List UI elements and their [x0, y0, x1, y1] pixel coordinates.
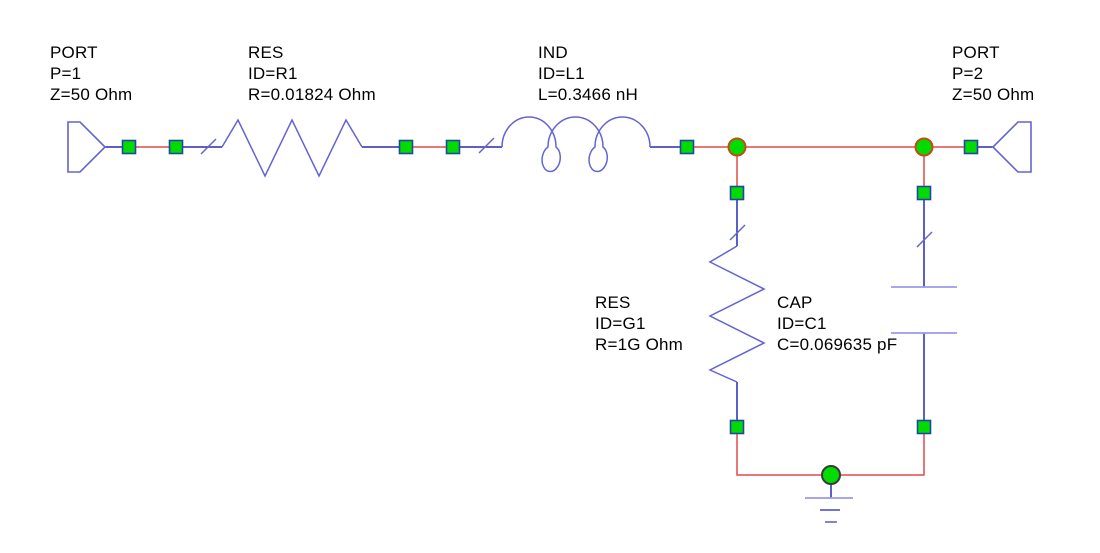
junction-node[interactable] [727, 137, 747, 157]
component-type[interactable]: IND [538, 43, 568, 62]
component-type[interactable]: PORT [952, 43, 1000, 62]
component-param[interactable]: L=0.3466 nH [538, 85, 639, 104]
component-param[interactable]: P=2 [952, 64, 984, 83]
tick-icon [200, 138, 217, 155]
resistor-r1-label[interactable]: RES ID=R1 R=0.01824 Ohm [248, 42, 376, 105]
connection-node[interactable] [679, 139, 695, 155]
inductor-l1-label[interactable]: IND ID=L1 L=0.3466 nH [538, 42, 638, 105]
connection-node[interactable] [916, 185, 932, 201]
port2-label[interactable]: PORT P=2 Z=50 Ohm [952, 42, 1034, 105]
connection-node[interactable] [168, 139, 184, 155]
inductor-l1-symbol[interactable] [501, 116, 651, 173]
component-type[interactable]: RES [595, 293, 631, 312]
ground-icon[interactable] [805, 497, 853, 523]
resistor-g1-symbol[interactable] [708, 245, 766, 383]
component-param[interactable]: ID=L1 [538, 64, 585, 83]
connection-node[interactable] [916, 419, 932, 435]
connection-node[interactable] [963, 139, 979, 155]
component-type[interactable]: CAP [777, 293, 813, 312]
port2-symbol[interactable] [991, 121, 1032, 173]
resistor-g1-label[interactable]: RES ID=G1 R=1G Ohm [595, 292, 683, 355]
component-param[interactable]: P=1 [50, 64, 82, 83]
component-param[interactable]: Z=50 Ohm [50, 85, 133, 104]
tick-icon [478, 137, 495, 154]
component-param[interactable]: Z=50 Ohm [952, 85, 1035, 104]
connection-node[interactable] [729, 185, 745, 201]
component-param[interactable]: R=0.01824 Ohm [248, 85, 376, 104]
connection-node[interactable] [729, 419, 745, 435]
component-type[interactable]: PORT [50, 43, 98, 62]
component-param[interactable]: ID=C1 [777, 314, 827, 333]
tick-icon [916, 231, 933, 248]
tick-icon [729, 224, 746, 241]
capacitor-c1-label[interactable]: CAP ID=C1 C=0.069635 pF [777, 292, 897, 355]
junction-node[interactable] [914, 137, 934, 157]
connection-node[interactable] [121, 139, 137, 155]
component-type[interactable]: RES [248, 43, 284, 62]
component-param[interactable]: ID=R1 [248, 64, 298, 83]
port1-label[interactable]: PORT P=1 Z=50 Ohm [50, 42, 132, 105]
component-param[interactable]: C=0.069635 pF [777, 335, 898, 354]
component-param[interactable]: ID=G1 [595, 314, 646, 333]
resistor-r1-symbol[interactable] [221, 118, 363, 178]
component-param[interactable]: R=1G Ohm [595, 335, 684, 354]
port1-symbol[interactable] [67, 121, 107, 173]
junction-node-ground[interactable] [821, 465, 841, 485]
connection-node[interactable] [398, 139, 414, 155]
connection-node[interactable] [445, 139, 461, 155]
